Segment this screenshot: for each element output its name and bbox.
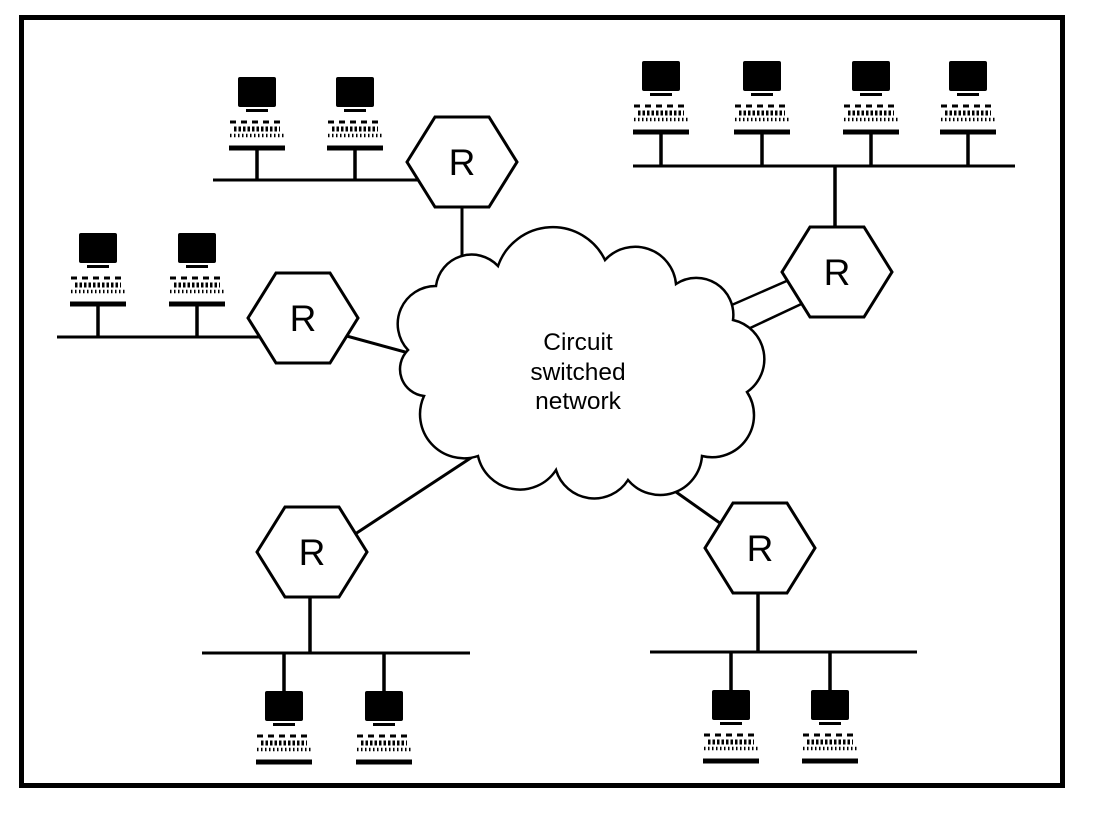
lan-top-right <box>633 133 1015 235</box>
router-label: R <box>747 528 774 569</box>
diagram-frame <box>19 15 1065 788</box>
router-label: R <box>449 142 476 183</box>
workstation-icon <box>633 61 689 132</box>
lan-bottom-left <box>202 590 470 692</box>
network-cloud <box>396 225 766 500</box>
lan-top-left <box>213 149 442 182</box>
workstation-icon <box>703 690 759 761</box>
router-label: R <box>299 532 326 573</box>
router-middle-left: R <box>246 271 360 365</box>
workstation-icon <box>229 77 285 148</box>
workstation-icon <box>843 61 899 132</box>
router-label: R <box>824 252 851 293</box>
workstation-icon <box>734 61 790 132</box>
workstation-icon <box>356 691 412 762</box>
lan-bottom-right <box>650 585 917 691</box>
router-hexagon <box>255 505 369 599</box>
router-label: R <box>290 298 317 339</box>
router-top-left: R <box>405 115 519 209</box>
router-top-right: R <box>780 225 894 319</box>
cloud-label-line-3: network <box>535 388 622 415</box>
router-hexagon <box>405 115 519 209</box>
workstation-icon <box>70 233 126 304</box>
cloud-label-line-1: Circuit <box>543 329 613 356</box>
router-hexagon <box>703 501 817 595</box>
workstation-icon <box>802 690 858 761</box>
workstation-icon <box>327 77 383 148</box>
router-hexagon <box>780 225 894 319</box>
router-hexagon <box>246 271 360 365</box>
router-bottom-left: R <box>255 505 369 599</box>
wan-link-bottom-left <box>345 442 493 542</box>
workstation-icon <box>940 61 996 132</box>
workstation-icon <box>169 233 225 304</box>
lan-middle-left <box>57 305 278 339</box>
router-bottom-right: R <box>703 501 817 595</box>
workstation-icon <box>256 691 312 762</box>
cloud-label-line-2: switched <box>530 359 625 386</box>
